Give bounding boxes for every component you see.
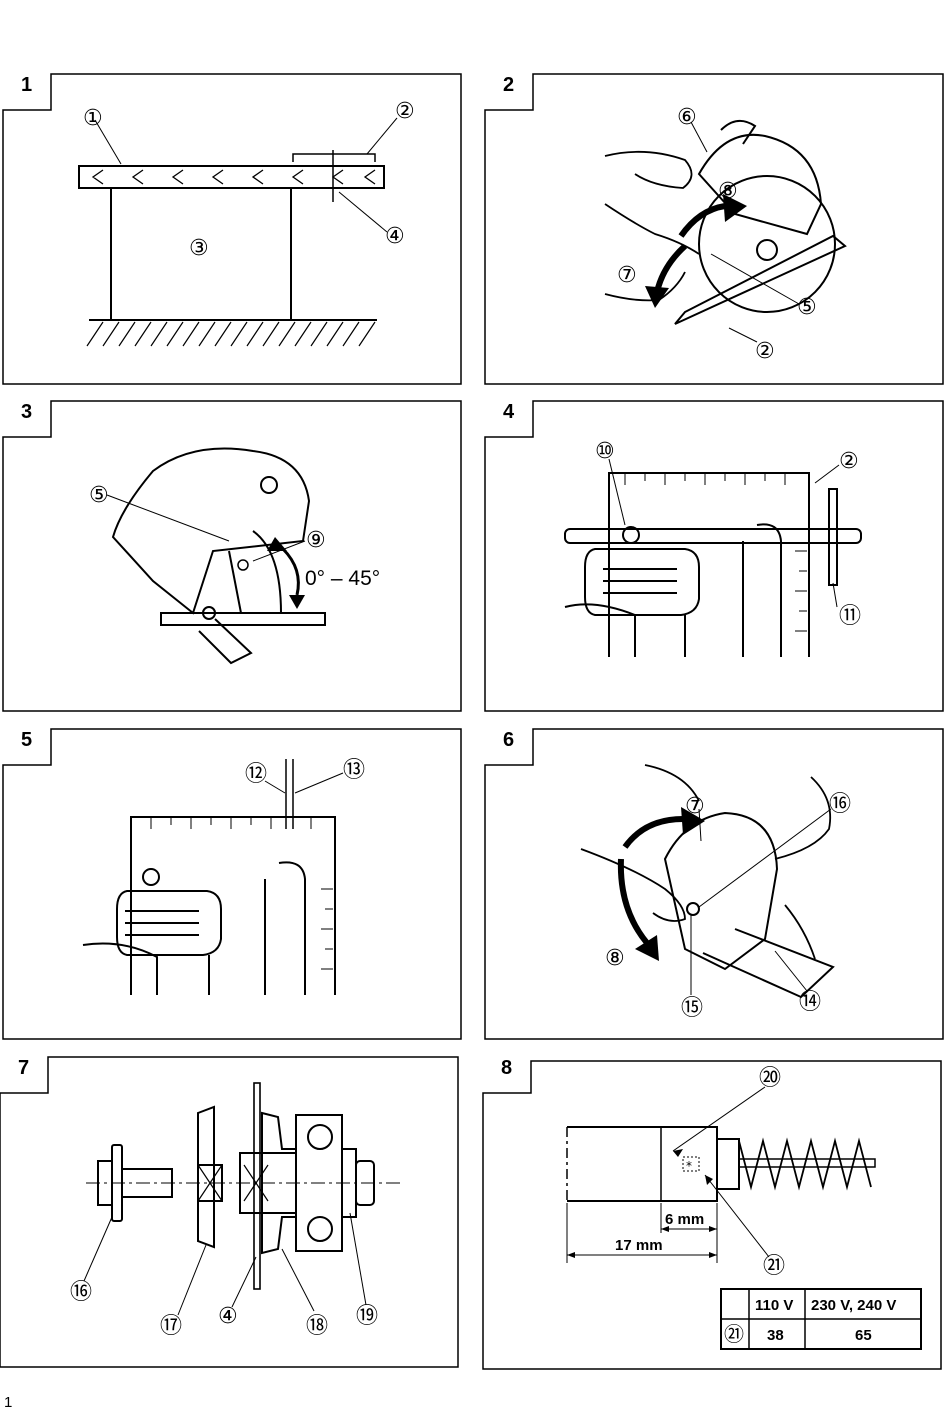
panel-number-4: 4 — [503, 401, 515, 423]
panel-number-7: 7 — [18, 1057, 30, 1079]
callout-4: ④ — [218, 1304, 238, 1329]
callout-13: ⑬ — [343, 758, 365, 783]
table-cell-110v: 38 — [767, 1327, 784, 1344]
callout-16: ⑯ — [829, 792, 851, 817]
callout-8: ⑧ — [605, 946, 625, 971]
callout-7: ⑦ — [685, 794, 705, 819]
callout-18: ⑱ — [306, 1314, 328, 1339]
dimension-6mm: 6 mm — [665, 1211, 704, 1228]
callout-20: ⑳ — [759, 1066, 781, 1091]
figure-8-drawing: * 6 mm 17 mm ⑳ ㉑ 110 V 230 V, 240 V ㉑ 38… — [482, 1060, 942, 1370]
figure-7-drawing: ⑯ ⑰ ④ ⑱ ⑲ — [0, 1056, 459, 1368]
callout-8: ⑧ — [718, 179, 738, 204]
figure-2-drawing: ⑥ ⑧ ⑦ ⑤ ② — [484, 73, 944, 385]
callout-21: ㉑ — [763, 1254, 785, 1279]
callout-2: ② — [395, 99, 415, 124]
table-header-230v: 230 V, 240 V — [811, 1297, 896, 1314]
callout-10: ⑩ — [595, 439, 615, 464]
table-row-label: ㉑ — [724, 1322, 744, 1346]
bevel-angle-text: 0° – 45° — [305, 567, 380, 590]
panel-number-5: 5 — [21, 729, 33, 751]
callout-1: ① — [83, 106, 103, 131]
figure-panel-2: ⑥ ⑧ ⑦ ⑤ ② 2 — [484, 73, 944, 386]
figure-panel-7: ⑯ ⑰ ④ ⑱ ⑲ 7 — [0, 1056, 459, 1369]
figure-panel-4: ⑩ ② ⑪ 4 — [484, 400, 944, 713]
figure-panel-8: * 6 mm 17 mm ⑳ ㉑ 110 V 230 V, 240 V ㉑ 38… — [482, 1057, 942, 1370]
figure-panel-5: ⑫ ⑬ 5 — [2, 728, 462, 1041]
callout-11: ⑪ — [839, 604, 861, 629]
callout-2b: ② — [755, 339, 775, 364]
panel-number-3: 3 — [21, 401, 33, 423]
table-cell-230v: 65 — [855, 1327, 872, 1344]
figure-panel-6: ⑦ ⑯ ⑧ ⑮ ⑭ 6 — [484, 728, 944, 1041]
figure-1-drawing: ① ② ③ ④ — [2, 73, 462, 385]
panel-number-6: 6 — [503, 729, 515, 751]
callout-4: ④ — [385, 224, 405, 249]
panel-number-2: 2 — [503, 74, 515, 96]
figure-3-drawing: ⑤ ⑨ 0° – 45° — [2, 400, 462, 712]
callout-5: ⑤ — [89, 483, 109, 508]
figure-6-drawing: ⑦ ⑯ ⑧ ⑮ ⑭ — [484, 728, 944, 1040]
wear-marker-symbol: * — [686, 1159, 692, 1173]
panel-number-8: 8 — [501, 1057, 513, 1079]
callout-3: ③ — [189, 236, 209, 261]
panel-number-1: 1 — [21, 74, 33, 96]
dimension-17mm: 17 mm — [615, 1237, 663, 1254]
callout-14: ⑭ — [799, 990, 821, 1015]
callout-17: ⑰ — [160, 1314, 182, 1339]
callout-2: ② — [839, 449, 859, 474]
table-header-110v: 110 V — [755, 1297, 793, 1314]
callout-15: ⑮ — [681, 996, 703, 1021]
figure-4-drawing: ⑩ ② ⑪ — [484, 400, 944, 712]
callout-5: ⑤ — [797, 295, 817, 320]
page-number: 1 — [4, 1394, 13, 1411]
callout-12: ⑫ — [245, 762, 267, 787]
figure-panel-3: ⑤ ⑨ 0° – 45° 3 — [2, 400, 462, 713]
callout-6: ⑥ — [677, 105, 697, 130]
callout-7: ⑦ — [617, 263, 637, 288]
callout-16: ⑯ — [70, 1280, 92, 1305]
callout-19: ⑲ — [356, 1304, 378, 1329]
callout-9: ⑨ — [306, 528, 326, 553]
figure-panel-1: ① ② ③ ④ 1 — [2, 73, 462, 386]
figure-5-drawing: ⑫ ⑬ — [2, 728, 462, 1040]
